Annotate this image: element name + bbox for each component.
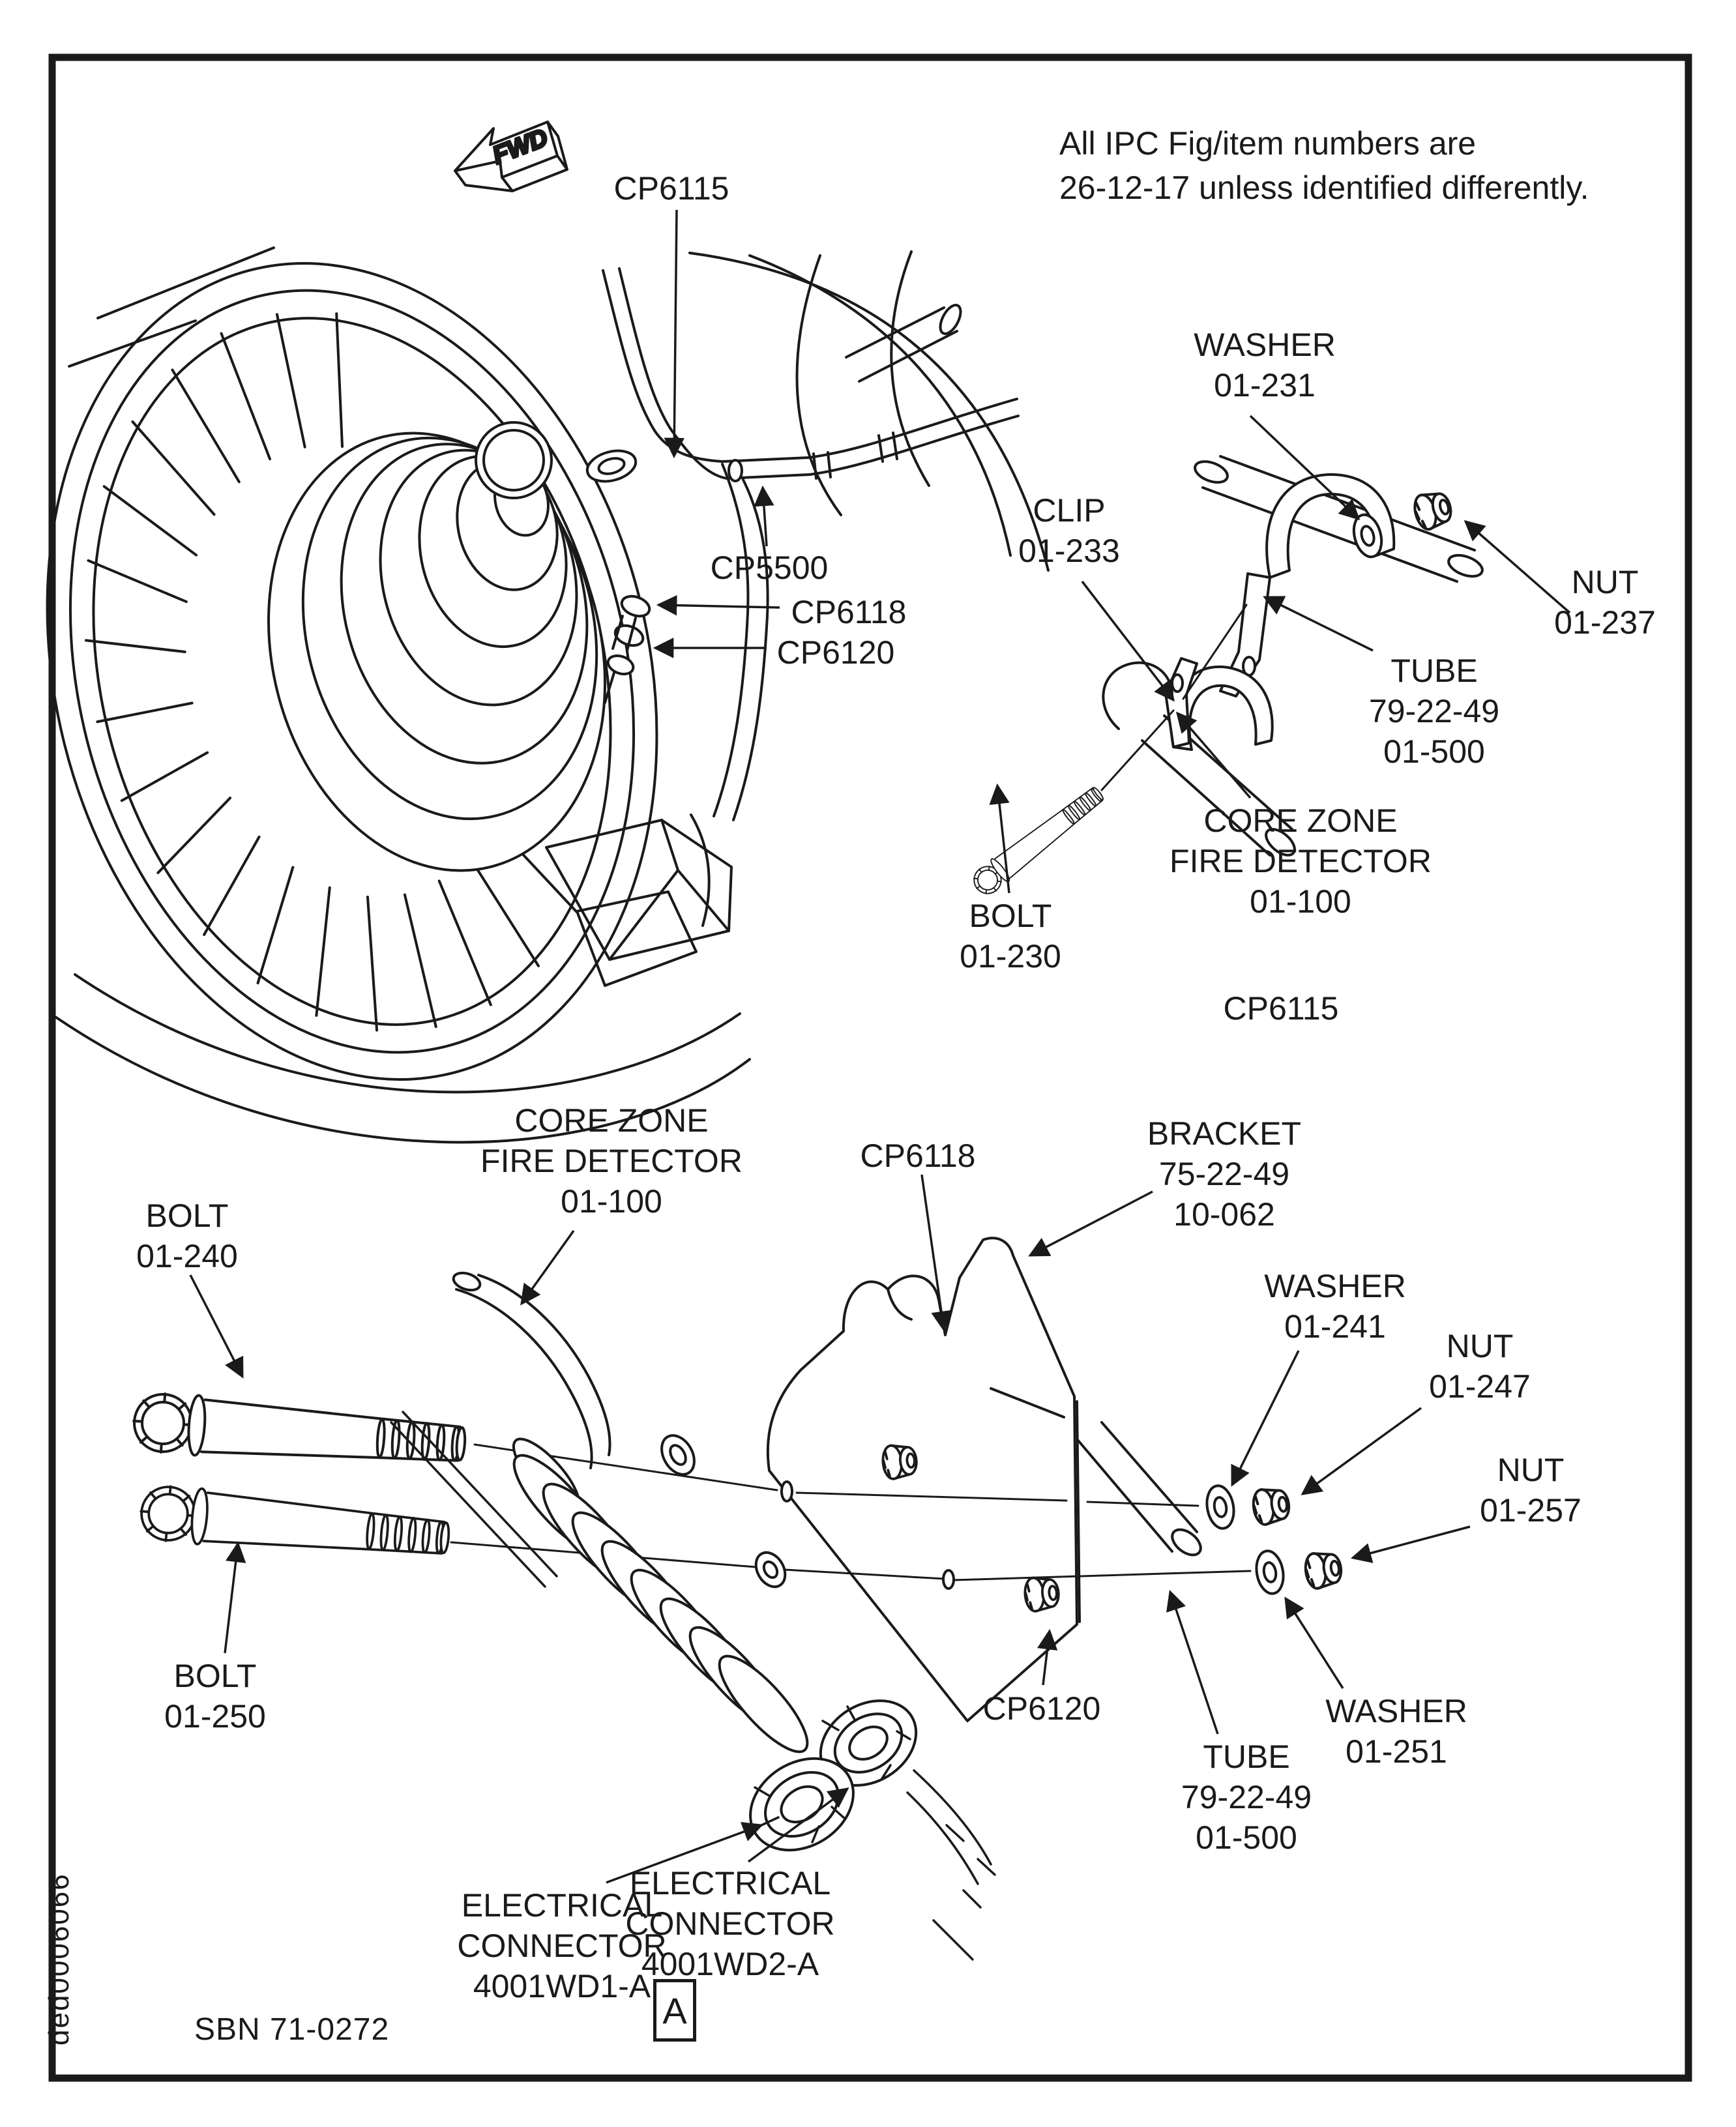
callout-electrical-connector-4001wd1a: ELECTRICAL CONNECTOR 4001WD1-A bbox=[457, 1887, 667, 2004]
engine-illustration bbox=[46, 246, 1050, 1144]
detail-a-letter: A bbox=[662, 1989, 687, 2031]
callout-bolt-01-250: BOLT 01-250 bbox=[164, 1658, 266, 1735]
callout-tube-79-22-49-low: TUBE 79-22-49 01-500 bbox=[1181, 1738, 1312, 1856]
callout-washer-01-251: WASHER 01-251 bbox=[1325, 1693, 1467, 1770]
section-label-cp6115: CP6115 bbox=[1223, 990, 1339, 1027]
callout-cp6120-engine: CP6120 bbox=[776, 634, 895, 671]
callout-tube-79-22-49-top: TUBE 79-22-49 01-500 bbox=[1368, 653, 1500, 770]
ipc-note-line2: 26-12-17 unless identified differently. bbox=[1059, 169, 1589, 206]
ipc-note-line1: All IPC Fig/item numbers are bbox=[1059, 125, 1477, 162]
callout-clip-01-233: CLIP 01-233 bbox=[1018, 492, 1120, 569]
callout-bracket-75-22-49: BRACKET 75-22-49 10-062 bbox=[1147, 1115, 1302, 1233]
callout-nut-01-257: NUT 01-257 bbox=[1480, 1452, 1582, 1529]
callout-bolt-01-240: BOLT 01-240 bbox=[136, 1197, 238, 1274]
callout-bolt-01-230: BOLT 01-230 bbox=[960, 898, 1061, 975]
leader-arrows bbox=[189, 209, 1571, 1884]
page-border bbox=[48, 53, 1692, 2082]
callout-washer-01-241: WASHER 01-241 bbox=[1264, 1268, 1406, 1345]
callout-core-zone-fire-detector-low: CORE ZONE FIRE DETECTOR 01-100 bbox=[480, 1102, 743, 1220]
callout-washer-01-231: WASHER 01-231 bbox=[1194, 327, 1336, 403]
callout-cp6118-engine: CP6118 bbox=[791, 594, 907, 630]
callout-cp6118-low: CP6118 bbox=[860, 1137, 976, 1174]
callout-cp6115-engine: CP6115 bbox=[613, 170, 729, 207]
callout-nut-01-247: NUT 01-247 bbox=[1429, 1328, 1531, 1405]
ipc-note: All IPC Fig/item numbers are 26-12-17 un… bbox=[1059, 121, 1589, 210]
callout-cp5500: CP5500 bbox=[710, 550, 829, 586]
callout-electrical-connector-4001wd2a: ELECTRICAL CONNECTOR 4001WD2-A bbox=[625, 1865, 835, 1982]
fwd-arrow: FWD bbox=[454, 121, 568, 192]
edge-code: ded0006066 bbox=[43, 1873, 75, 2046]
clip-assembly-drawing bbox=[967, 455, 1484, 900]
callout-core-zone-fire-detector-top: CORE ZONE FIRE DETECTOR 01-100 bbox=[1170, 802, 1432, 920]
footer-reference: SBN 71-0272 bbox=[194, 2012, 390, 2047]
detail-a-marker: A bbox=[653, 1979, 696, 2042]
callout-nut-01-237: NUT 01-237 bbox=[1554, 564, 1656, 641]
callout-cp6120-low: CP6120 bbox=[982, 1690, 1101, 1727]
exploded-assembly-drawing bbox=[130, 1237, 1345, 1961]
